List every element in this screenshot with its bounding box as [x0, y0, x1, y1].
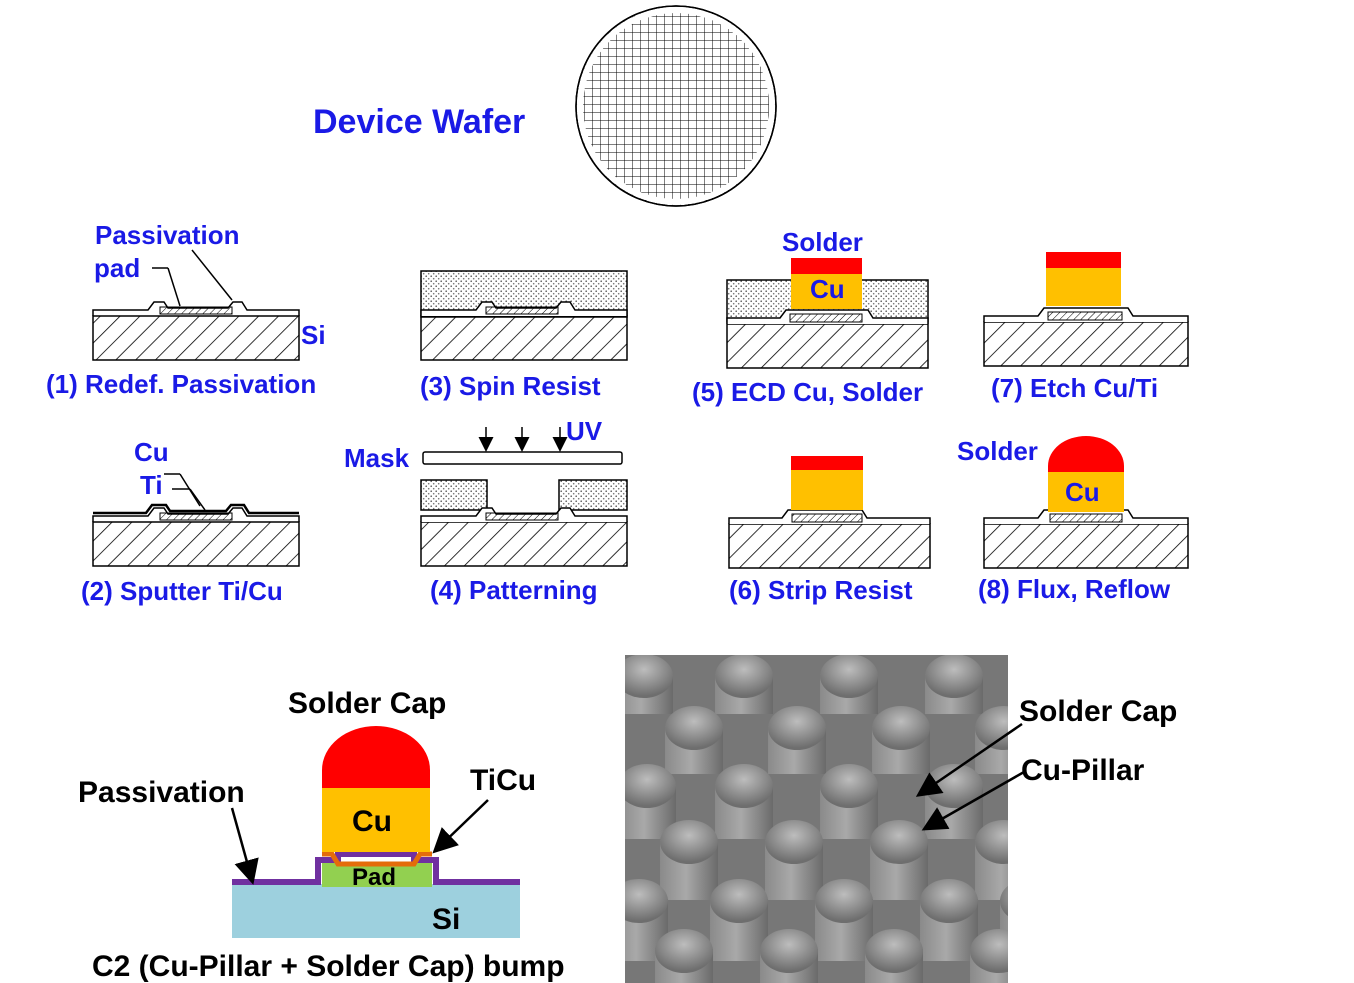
ticu-pointer-arrow — [436, 800, 488, 850]
bump-solder-cap-label: Solder Cap — [288, 687, 446, 720]
step-2-cu-label: Cu — [134, 437, 169, 467]
sem-solder-cap-label: Solder Cap — [1019, 695, 1177, 728]
step-2-ti-label: Ti — [140, 470, 163, 500]
step-8-cu-label: Cu — [1065, 477, 1100, 507]
step-1-caption: (1) Redef. Passivation — [46, 369, 316, 399]
step-1-passivation-label: Passivation — [95, 220, 240, 250]
passivation-pointer-arrow — [232, 808, 252, 880]
step-5-caption: (5) ECD Cu, Solder — [692, 377, 923, 407]
step-4-caption: (4) Patterning — [430, 575, 598, 605]
step-6-caption: (6) Strip Resist — [729, 575, 913, 605]
step-4-uv-label: UV — [566, 416, 603, 446]
bump-caption: C2 (Cu-Pillar + Solder Cap) bump — [92, 950, 565, 983]
step-3-caption: (3) Spin Resist — [420, 371, 601, 401]
mask-plate — [423, 452, 622, 464]
bump-passivation-label: Passivation — [78, 776, 245, 809]
step-3-diagram — [421, 271, 627, 360]
step-6-diagram — [729, 456, 930, 568]
step-5-solder-block — [791, 258, 862, 274]
bump-ticu-label: TiCu — [470, 764, 536, 797]
step-1-pad-label: pad — [94, 253, 140, 283]
bump-si-substrate — [232, 884, 520, 938]
wafer-image — [570, 6, 782, 206]
bump-si-label: Si — [432, 903, 460, 936]
step-5-cu-label: Cu — [810, 274, 845, 304]
sem-micrograph-image — [610, 654, 1068, 983]
step-5-solder-label: Solder — [782, 227, 863, 257]
bump-cu-label: Cu — [352, 805, 392, 838]
step-7-diagram — [984, 252, 1188, 366]
sem-cu-pillar-label: Cu-Pillar — [1021, 754, 1145, 787]
wafer-title: Device Wafer — [313, 103, 525, 141]
step-1-si-label: Si — [301, 320, 326, 350]
step-8-caption: (8) Flux, Reflow — [978, 574, 1171, 604]
step-2-caption: (2) Sputter Ti/Cu — [81, 576, 283, 606]
step-4-mask-label: Mask — [344, 443, 410, 473]
step-7-caption: (7) Etch Cu/Ti — [991, 373, 1158, 403]
step-2-diagram — [93, 474, 299, 566]
bump-solder-cap — [322, 726, 430, 788]
step-8-solder-label: Solder — [957, 436, 1038, 466]
step-4-diagram — [421, 427, 627, 566]
bump-pad-label: Pad — [352, 864, 396, 891]
